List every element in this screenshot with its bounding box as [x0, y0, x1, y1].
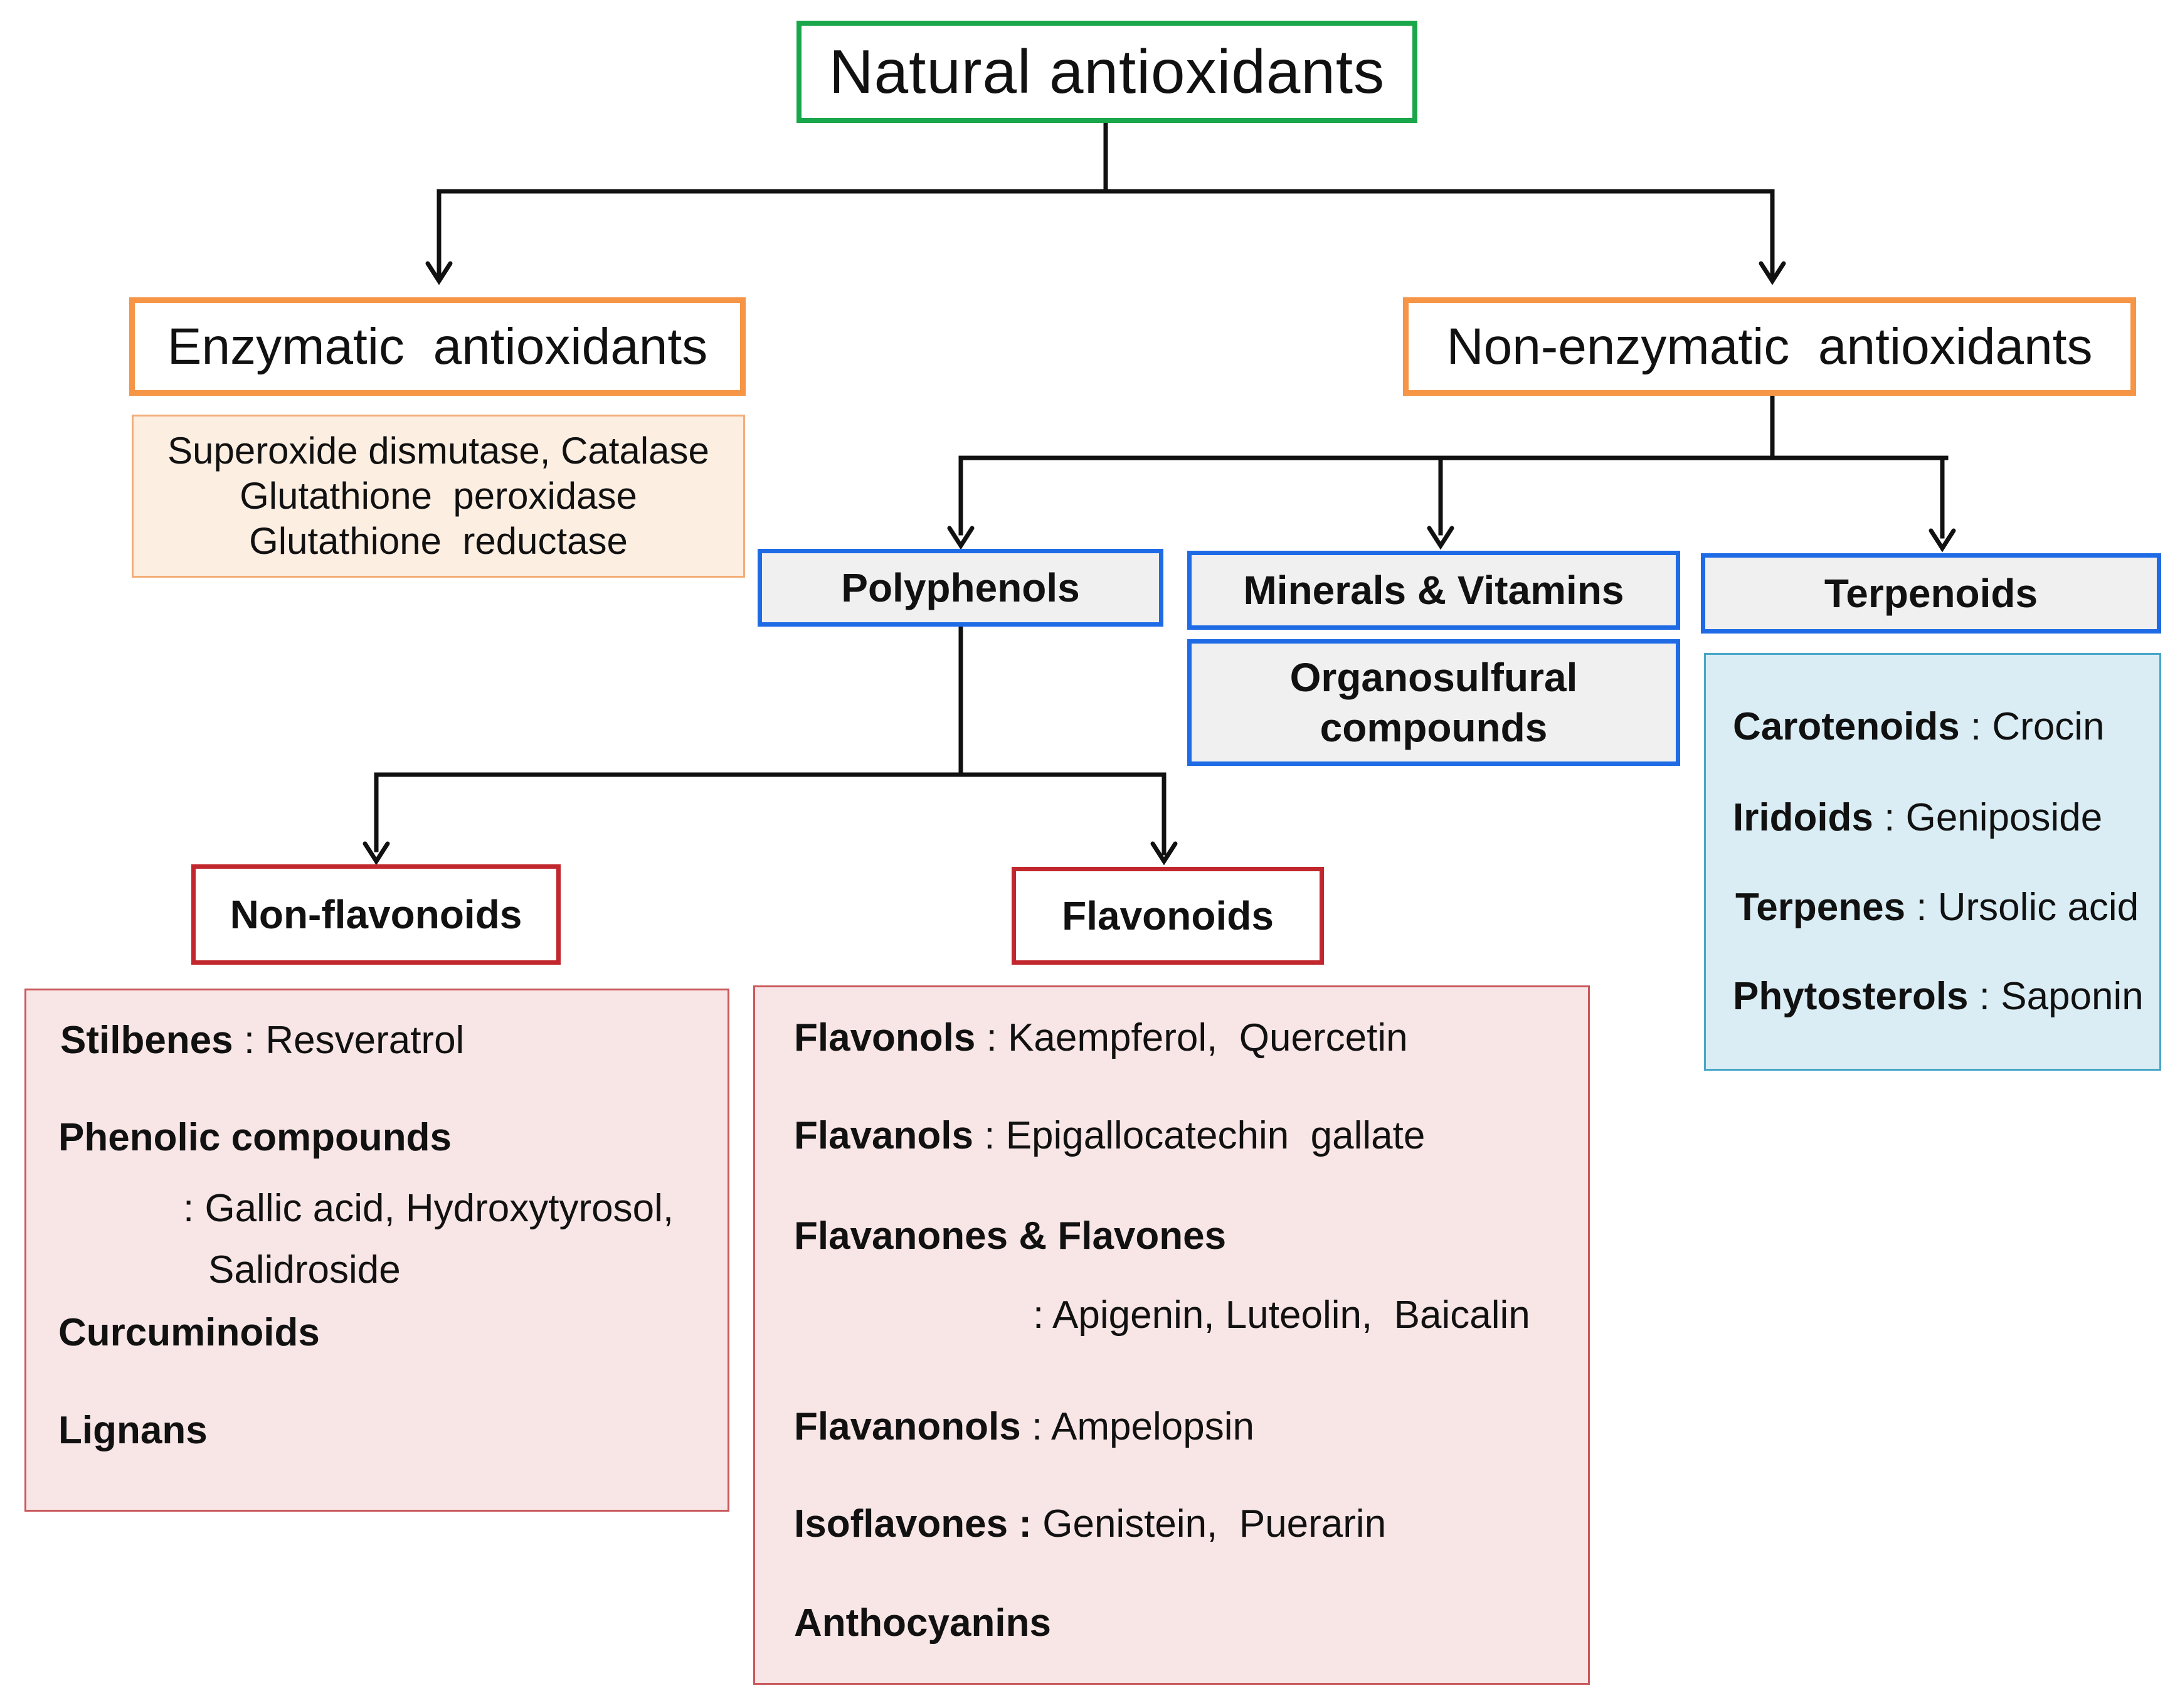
entry-class: Iridoids: [1733, 796, 1873, 839]
terpenoid-entry: Iridoids : Geniposide: [1733, 795, 2102, 840]
entry-separator: :: [1873, 796, 1906, 839]
entry-separator: [1032, 1502, 1042, 1546]
entry-class: Terpenes: [1735, 886, 1906, 929]
arrow-polyphenols: [947, 526, 975, 550]
arrow-terpenoids: [1929, 528, 1956, 553]
entry-class: Anthocyanins: [794, 1601, 1051, 1645]
non-flavonoid-entry: Stilbenes : Resveratrol: [60, 1018, 464, 1063]
entry-examples: Ampelopsin: [1051, 1405, 1254, 1448]
non-flavonoids-list-box: Stilbenes : Resveratrol Phenolic compoun…: [24, 989, 729, 1512]
non-enzymatic-node: Non-enzymatic antioxidants: [1403, 297, 2136, 396]
polyphenols-node: Polyphenols: [758, 549, 1163, 627]
organosulfural-node: Organosulfural compounds: [1187, 639, 1680, 766]
entry-separator: :: [1968, 975, 2001, 1018]
non-flavonoid-entry: Lignans: [58, 1408, 208, 1453]
entry-examples: Epigallocatechin gallate: [1005, 1114, 1426, 1157]
terpenoid-entry: Phytosterols : Saponin: [1733, 974, 2144, 1019]
flavonoid-entry: Anthocyanins: [794, 1601, 1051, 1645]
entry-class: Flavanones & Flavones: [794, 1214, 1227, 1258]
entry-class: Flavanols: [794, 1114, 973, 1157]
arrow-non-flavonoids: [362, 841, 390, 866]
entry-class: Phenolic compounds: [58, 1116, 452, 1159]
entry-separator: :: [1959, 705, 1992, 748]
entry-separator: :: [973, 1114, 1006, 1157]
flavanones-examples-line: : Apigenin, Luteolin, Baicalin: [1033, 1293, 1530, 1337]
flavonoids-node: Flavonoids: [1012, 867, 1324, 965]
entry-class: Carotenoids: [1733, 705, 1960, 748]
phenolic-examples-line: : Gallic acid, Hydroxytyrosol,: [183, 1187, 674, 1230]
entry-class: Flavonols: [794, 1016, 976, 1059]
entry-class: Curcuminoids: [58, 1311, 320, 1354]
terpenoids-title: Terpenoids: [1824, 571, 2038, 616]
entry-separator: :: [1020, 1405, 1052, 1448]
root-node: Natural antioxidants: [796, 21, 1417, 123]
entry-separator: :: [1905, 886, 1938, 929]
arrow-flavonoids: [1150, 841, 1178, 866]
entry-separator: :: [975, 1016, 1008, 1059]
flavonoid-entry: Flavanones & Flavones: [794, 1214, 1226, 1258]
flavonoids-title: Flavonoids: [1062, 893, 1274, 938]
polyphenols-title: Polyphenols: [841, 565, 1080, 610]
enzymatic-node: Enzymatic antioxidants: [129, 297, 746, 396]
entry-examples: Genistein, Puerarin: [1042, 1502, 1387, 1546]
entry-examples: Crocin: [1992, 705, 2105, 748]
flavonoid-entry: Flavanols : Epigallocatechin gallate: [794, 1113, 1425, 1158]
phenolic-examples-line: Salidroside: [208, 1248, 401, 1292]
root-title: Natural antioxidants: [828, 37, 1385, 106]
enzyme-example: Superoxide dismutase, Catalase: [167, 430, 709, 472]
non-flavonoid-entry: Phenolic compounds: [58, 1115, 452, 1160]
arrow-non-enzymatic: [1759, 261, 1786, 285]
flavonoid-entry: Flavanonols : Ampelopsin: [794, 1404, 1254, 1449]
terpenoids-node: Terpenoids: [1701, 553, 2161, 634]
entry-class: Phytosterols: [1733, 975, 1969, 1018]
entry-examples: Geniposide: [1905, 796, 2103, 839]
entry-separator: :: [233, 1019, 266, 1062]
entry-examples: Kaempferol, Quercetin: [1008, 1016, 1408, 1059]
enzymatic-title: Enzymatic antioxidants: [167, 317, 708, 375]
enzymatic-examples-box: Superoxide dismutase, Catalase Glutathio…: [132, 415, 745, 578]
enzyme-example: Glutathione peroxidase: [240, 475, 637, 517]
entry-class: Lignans: [58, 1409, 208, 1452]
terpenoid-entry: Terpenes : Ursolic acid: [1735, 885, 2139, 930]
arrow-enzymatic: [425, 261, 453, 285]
entry-examples: Ursolic acid: [1937, 886, 2139, 929]
entry-class: Stilbenes: [60, 1019, 233, 1062]
entry-examples: Saponin: [2001, 975, 2144, 1018]
non-enzymatic-title: Non-enzymatic antioxidants: [1446, 317, 2093, 375]
terpenoid-entry: Carotenoids : Crocin: [1733, 704, 2105, 749]
minerals-vitamins-node: Minerals & Vitamins: [1187, 551, 1680, 630]
terpenoids-list-box: Carotenoids : Crocin Iridoids : Geniposi…: [1704, 653, 2161, 1071]
entry-examples: Resveratrol: [265, 1019, 465, 1062]
non-flavonoid-entry: Curcuminoids: [58, 1310, 320, 1355]
minerals-vitamins-title: Minerals & Vitamins: [1243, 568, 1624, 613]
flavonoid-entry: Flavonols : Kaempferol, Quercetin: [794, 1016, 1408, 1060]
organosulfural-title-line: Organosulfural: [1289, 655, 1578, 700]
non-flavonoids-title: Non-flavonoids: [230, 892, 522, 937]
enzyme-example: Glutathione reductase: [249, 520, 628, 562]
flavonoid-entry: Isoflavones : Genistein, Puerarin: [794, 1502, 1386, 1546]
non-flavonoids-node: Non-flavonoids: [191, 864, 561, 965]
entry-class: Isoflavones :: [794, 1502, 1032, 1546]
arrow-minerals-vitamins: [1427, 526, 1454, 550]
flavonoids-list-box: Flavonols : Kaempferol, Quercetin Flavan…: [753, 985, 1590, 1685]
organosulfural-title-line: compounds: [1320, 705, 1548, 750]
entry-class: Flavanonols: [794, 1405, 1021, 1448]
